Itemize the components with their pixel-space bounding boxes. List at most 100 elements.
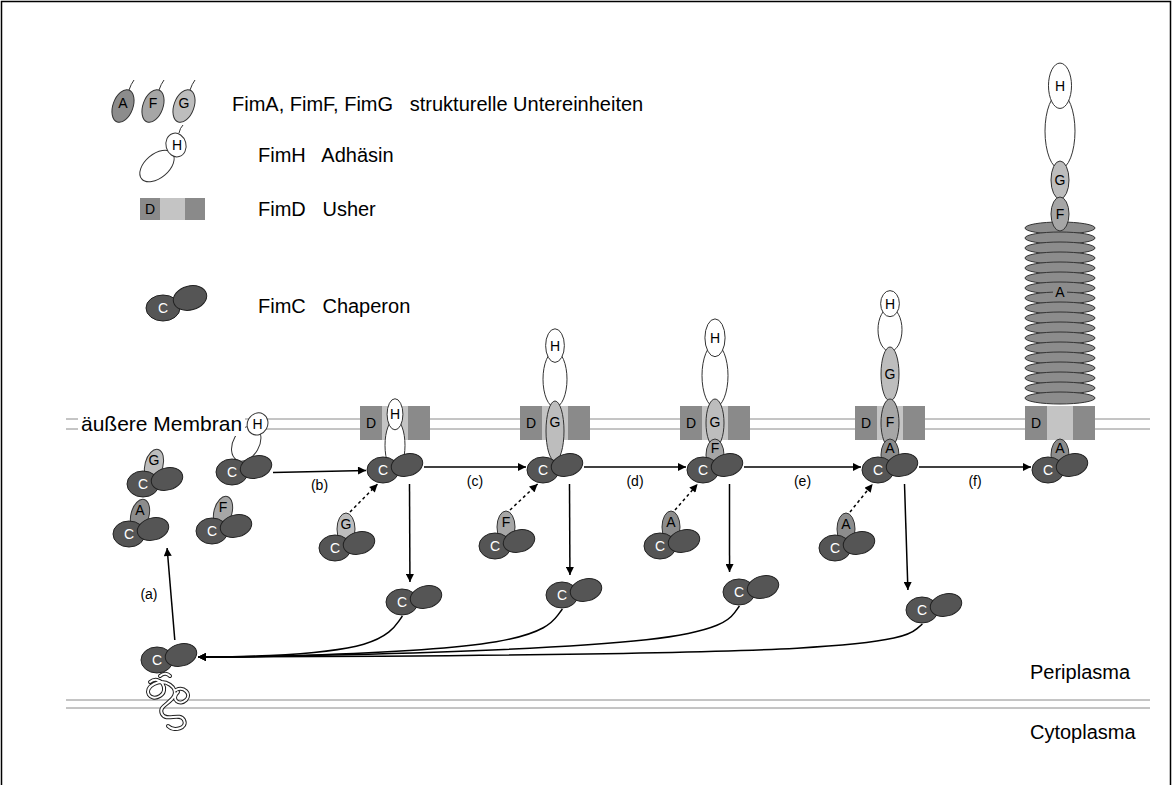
edge-label-box: (d) — [624, 473, 645, 489]
subunit-tail — [179, 125, 183, 133]
rod-disc — [1025, 392, 1095, 404]
legend-letter: D — [145, 201, 155, 217]
legend-letter-box: F — [149, 95, 158, 111]
chaperone-lobe — [218, 511, 255, 541]
shape-letter: C — [698, 463, 708, 477]
chaperone-lobe — [666, 526, 703, 556]
chaperone-shape: C — [861, 450, 919, 484]
shape-letter: G — [885, 367, 896, 381]
chaperone-lobe — [745, 572, 782, 602]
legend-entry: FimD Usher — [258, 198, 376, 221]
adhesin-lobe — [881, 291, 900, 317]
usher-part — [855, 406, 877, 440]
shape-letter: C — [538, 463, 548, 477]
region-label: Periplasma — [1030, 661, 1130, 684]
usher-part — [903, 406, 925, 440]
chaperone-lobe — [238, 452, 275, 482]
usher-part — [1073, 406, 1095, 440]
shape-letter: C — [1043, 463, 1053, 477]
subunit-shape: G — [1050, 160, 1070, 200]
shape-letter: H — [390, 407, 400, 421]
chaperone-lobe — [928, 590, 965, 620]
legend-subunit — [108, 87, 138, 126]
legend-text: FimD Usher — [258, 198, 376, 221]
arrow — [744, 466, 861, 468]
chaperone-shape-outline — [643, 526, 701, 560]
chaperone-lobe — [163, 640, 200, 670]
shape-letter: H — [252, 417, 262, 431]
membrane-line — [66, 700, 1150, 701]
legend-letter-box: C — [158, 300, 168, 316]
legend-text: FimH Adhäsin — [258, 144, 394, 167]
shape-letter: A — [1053, 285, 1066, 299]
chaperone-lobe — [568, 575, 605, 605]
legend-usher — [140, 198, 160, 220]
legend-text: FimC Chaperon — [258, 295, 410, 318]
chaperone-lobe — [149, 464, 186, 494]
subunit-body — [881, 347, 899, 401]
arrow — [167, 548, 175, 640]
legend-letter: C — [158, 300, 168, 316]
usher-part — [520, 406, 542, 440]
adhesin-lobe — [705, 319, 725, 357]
edge-label-box: (c) — [465, 473, 485, 489]
shape-letter: G — [550, 415, 561, 429]
shape-letter: G — [710, 415, 721, 429]
shape-letter: H — [710, 331, 720, 345]
step-label: (f) — [966, 473, 983, 489]
adhesin-shape: H — [1044, 62, 1076, 170]
shape-letter: C — [655, 539, 665, 553]
arrow — [409, 484, 411, 582]
chaperone-shape: C — [318, 528, 376, 562]
legend-adhesin — [163, 131, 189, 159]
subunit-shape: G — [545, 400, 565, 462]
shape-letter: D — [526, 416, 536, 430]
shape-letter: F — [219, 500, 228, 514]
membrane-label: äußere Membran — [78, 412, 245, 436]
shape-letter: C — [917, 603, 927, 617]
legend-entry: FimC Chaperon — [258, 295, 410, 318]
shape-letter: H — [1055, 79, 1065, 93]
chaperone-shape: C — [643, 526, 701, 560]
chaperone-lobe — [408, 582, 445, 612]
legend-usher — [185, 198, 205, 220]
adhesin-lobe — [387, 399, 403, 430]
chaperone-shape: C — [140, 640, 198, 674]
arrow — [905, 484, 908, 590]
legend-letter: A — [118, 95, 127, 111]
chaperone-shape: C — [112, 514, 170, 548]
arrow — [198, 616, 402, 657]
shape-letter: G — [1055, 173, 1066, 187]
chaperone-lobe — [884, 450, 921, 480]
step-label: (d) — [624, 473, 645, 489]
adhesin-lobe — [546, 329, 565, 363]
adhesin-body — [702, 319, 728, 407]
arrow — [729, 484, 731, 572]
usher-part — [728, 406, 750, 440]
chaperone-shape: C — [686, 450, 744, 484]
subunit-body — [546, 401, 564, 461]
region-label-box: Cytoplasma — [1030, 721, 1136, 744]
chaperone-shape-outline — [686, 450, 744, 484]
edge-label-box: (b) — [309, 477, 330, 493]
legend-entry: FimA, FimF, FimG strukturelle Untereinhe… — [232, 93, 643, 116]
usher-part — [1025, 406, 1047, 440]
shape-letter: A — [135, 503, 144, 517]
legend-letter: H — [172, 137, 182, 153]
legend-chaperone — [170, 282, 209, 314]
shape-letter: C — [378, 463, 388, 477]
adhesin-lobe — [1048, 63, 1071, 108]
chaperone-shape: C — [215, 452, 273, 486]
dashed-arrow — [675, 484, 698, 510]
chaperone-lobe — [1054, 450, 1091, 480]
legend-letter: G — [179, 95, 190, 111]
shape-letter: C — [397, 595, 407, 609]
adhesin-shape: H — [384, 398, 406, 472]
arrow — [198, 606, 739, 657]
shape-letter: G — [149, 453, 160, 467]
chaperone-shape-outline — [366, 450, 424, 484]
shape-letter: C — [490, 539, 500, 553]
